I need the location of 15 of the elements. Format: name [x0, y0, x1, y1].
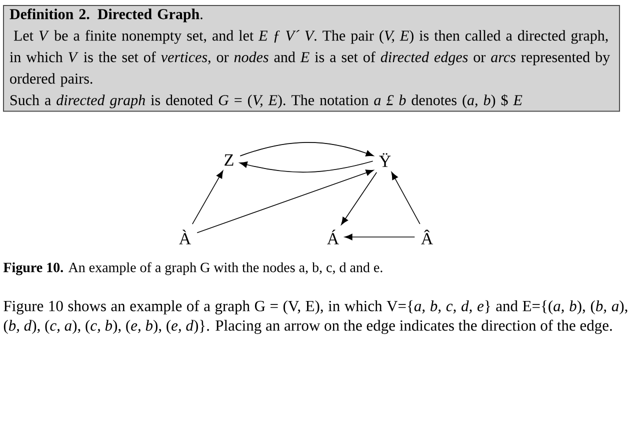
arrow [391, 172, 420, 224]
node-label: Á [327, 230, 340, 244]
paragraph: Figure 10 shows an example of a graph G = (V, E), in which V={a, b, c, d, e} and E={(a, b), (b, a), (b, d), (c, a), (c, b), (e, b), (e, d)}. Placing an arrow on the edge indicates the direction of the edge. [4, 300, 628, 334]
arrow [192, 170, 224, 224]
definition-box: Definition 2. Directed Graph. Let V be a finite nonempty set, and let E ƒ V´ V. The pair (V, E) is then called a directed graph, in which V is the set of vertices, or nodes and E is a set of directed edges or arcs represented by ordered pairs. Such a directed graph is denoted G = (V, E). The notation a £ b denotes (a, b) $ E [3, 5, 620, 112]
node-label: À [179, 230, 192, 244]
arrow [196, 170, 374, 234]
figure-caption: Figure 10. An example of a graph G with the nodes a, b, c, d and e. [3, 262, 382, 276]
node-label: Â [421, 230, 434, 244]
arrow [240, 142, 374, 156]
arrow [341, 172, 378, 225]
node-label: Ÿ [379, 153, 391, 167]
node-label: Z [224, 154, 234, 166]
arrow [239, 160, 374, 173]
arrow [344, 234, 416, 240]
